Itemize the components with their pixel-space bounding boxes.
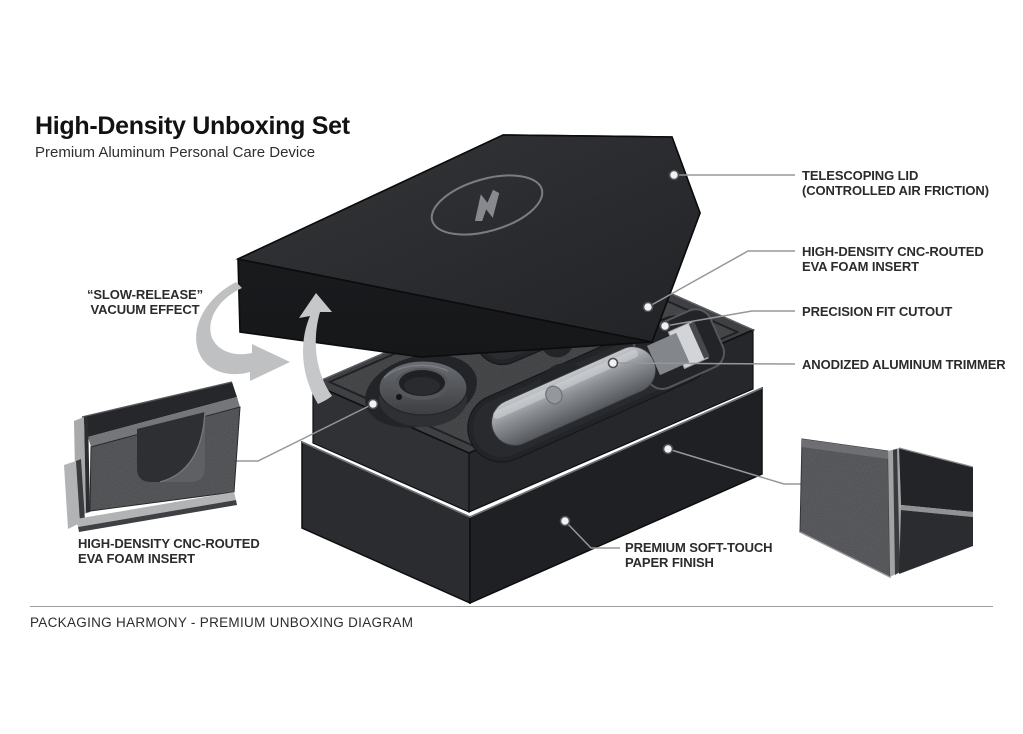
callout-eva-foam-right: HIGH-DENSITY CNC-ROUTED EVA FOAM INSERT bbox=[802, 244, 984, 274]
footer-caption: PACKAGING HARMONY - PREMIUM UNBOXING DIA… bbox=[30, 615, 414, 630]
callout-line: EVA FOAM INSERT bbox=[802, 259, 919, 274]
callout-line: EVA FOAM INSERT bbox=[78, 551, 195, 566]
callout-line: ANODIZED ALUMINUM TRIMMER bbox=[802, 357, 1006, 372]
callout-soft-touch-finish: PREMIUM SOFT-TOUCH PAPER FINISH bbox=[625, 540, 773, 570]
box-base-shell bbox=[301, 386, 763, 605]
dock-indicator-dot bbox=[396, 394, 402, 400]
leader-eva-foam-left bbox=[230, 403, 374, 462]
trimmer-power-button bbox=[545, 385, 563, 405]
callout-slow-release-vacuum: “SLOW-RELEASE” VACUUM EFFECT bbox=[80, 287, 210, 317]
leader-lines bbox=[230, 174, 804, 549]
callout-telescoping-lid: TELESCOPING LID (CONTROLLED AIR FRICTION… bbox=[802, 168, 989, 198]
leader-corner-detail bbox=[667, 448, 804, 485]
rotate-arrow-icon bbox=[196, 282, 290, 381]
callout-line: PRECISION FIT CUTOUT bbox=[802, 304, 953, 319]
foam-cross-section-detail bbox=[64, 381, 241, 532]
telescoping-lid bbox=[235, 134, 701, 358]
callout-line: (CONTROLLED AIR FRICTION) bbox=[802, 183, 989, 198]
callout-line: TELESCOPING LID bbox=[802, 168, 919, 183]
leader-precision-fit bbox=[664, 310, 795, 327]
callout-line: VACUUM EFFECT bbox=[90, 302, 200, 317]
callout-precision-fit: PRECISION FIT CUTOUT bbox=[802, 304, 952, 319]
leader-soft-touch bbox=[564, 520, 620, 549]
footer-divider bbox=[30, 606, 993, 607]
box-corner-detail bbox=[799, 438, 974, 578]
callout-eva-foam-left: HIGH-DENSITY CNC-ROUTED EVA FOAM INSERT bbox=[78, 536, 260, 566]
leader-anodized-trimmer bbox=[612, 362, 796, 365]
callout-anodized-trimmer: ANODIZED ALUMINUM TRIMMER bbox=[802, 357, 1006, 372]
callout-line: HIGH-DENSITY CNC-ROUTED bbox=[802, 244, 984, 259]
anodized-trimmer bbox=[491, 308, 726, 446]
page-subtitle: Premium Aluminum Personal Care Device bbox=[35, 144, 316, 161]
leader-dots bbox=[367, 169, 680, 527]
page-title: High-Density Unboxing Set bbox=[35, 112, 350, 140]
callout-line: PAPER FINISH bbox=[625, 555, 714, 570]
callout-line: HIGH-DENSITY CNC-ROUTED bbox=[78, 536, 260, 551]
callout-line: “SLOW-RELEASE” bbox=[86, 287, 204, 302]
leader-eva-foam-right bbox=[647, 250, 795, 308]
lift-arrow-icon bbox=[299, 293, 332, 404]
charging-dock bbox=[365, 354, 477, 428]
callout-line: PREMIUM SOFT-TOUCH bbox=[625, 540, 773, 555]
